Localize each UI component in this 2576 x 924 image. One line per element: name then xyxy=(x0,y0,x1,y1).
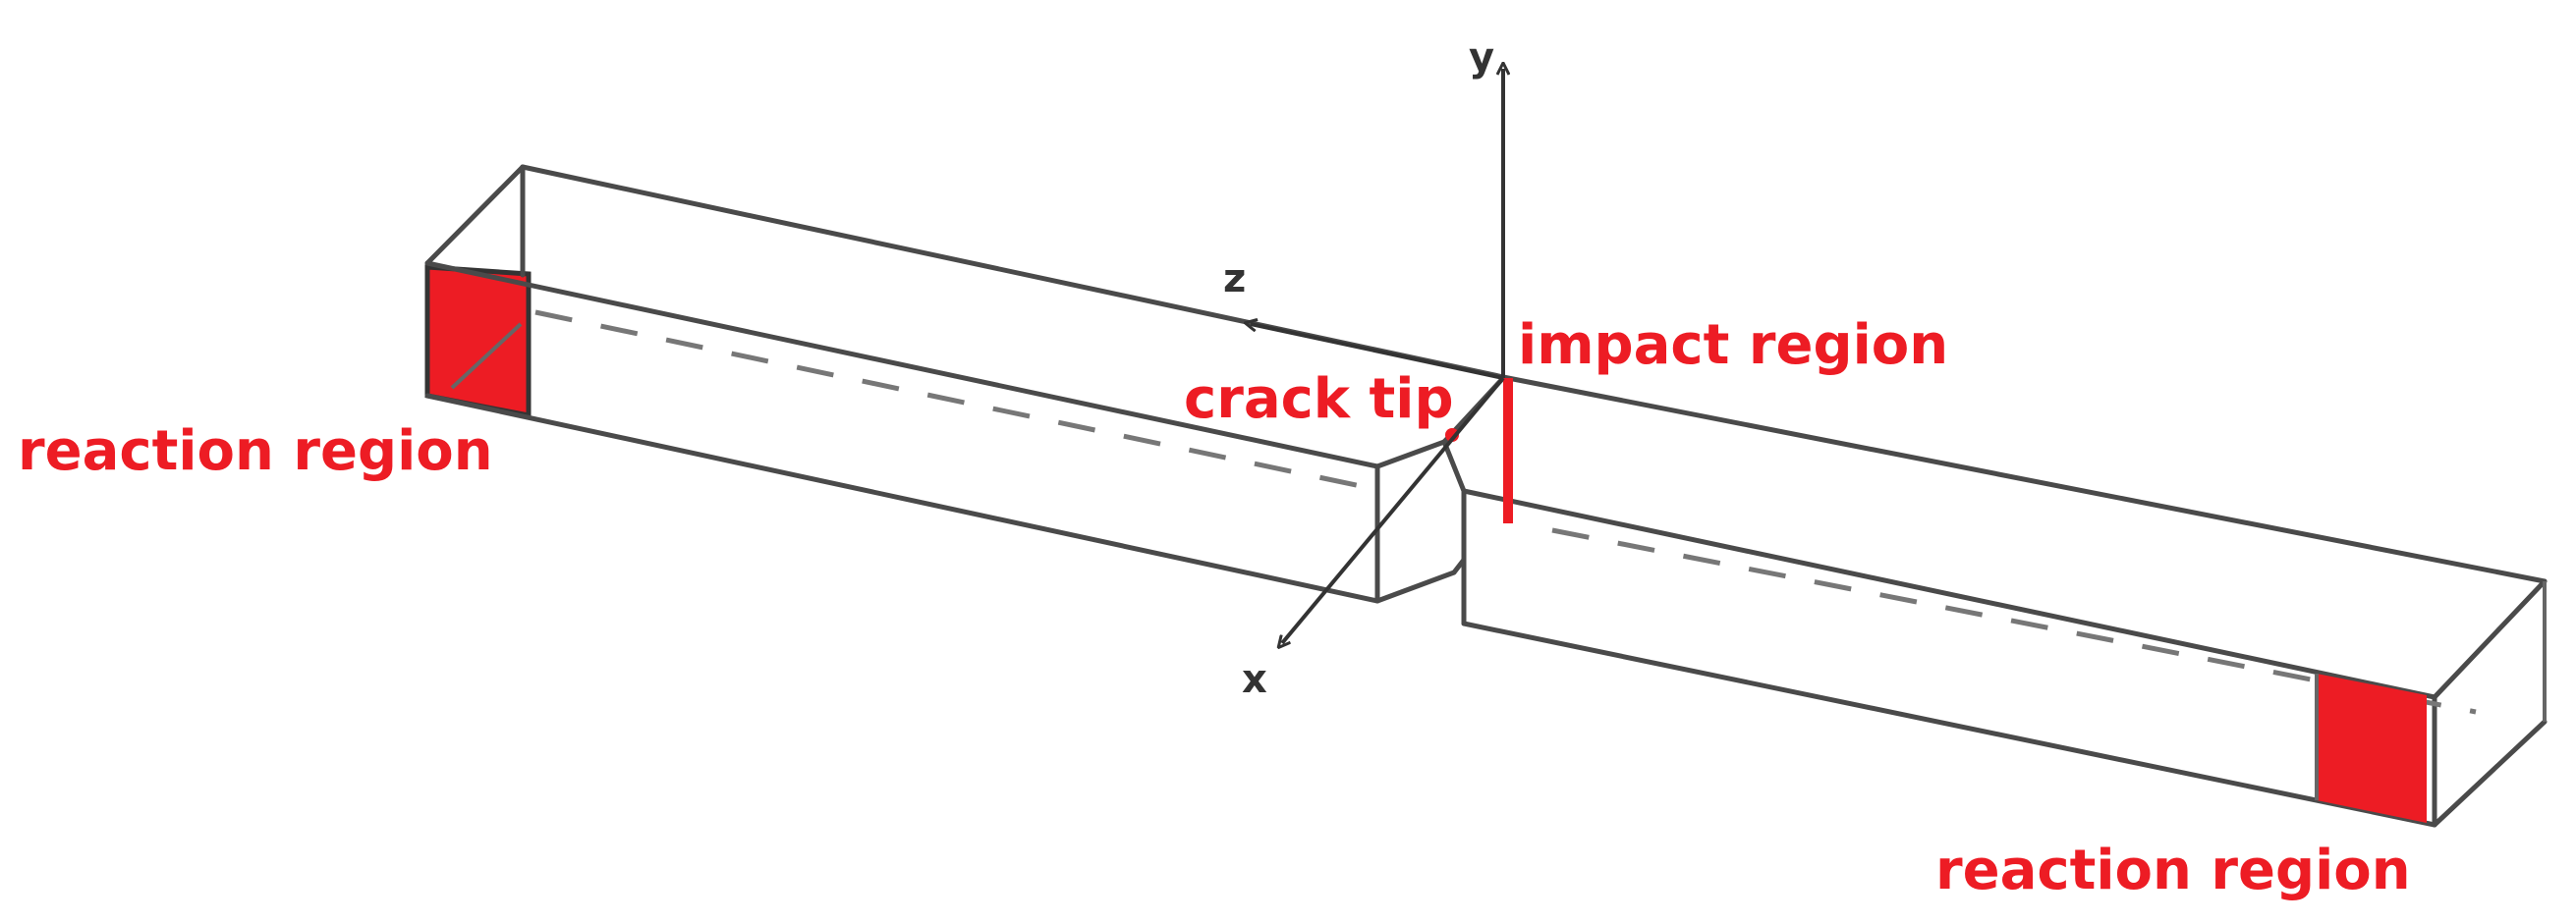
impact-region-label: impact region xyxy=(1518,313,1948,377)
impact-region-bar xyxy=(1503,378,1513,523)
x-axis xyxy=(1282,376,1505,643)
right-beam xyxy=(1461,375,2548,828)
y-axis-label: y xyxy=(1469,35,1494,81)
z-axis xyxy=(1251,324,1504,380)
x-axis-label: x xyxy=(1242,657,1267,702)
reaction-region-left-label: reaction region xyxy=(18,419,493,483)
crack-tip-marker xyxy=(1445,428,1459,442)
crack-tip-label: crack tip xyxy=(1184,367,1454,431)
left-reaction-face xyxy=(424,264,532,419)
reaction-region-right-label: reaction region xyxy=(1935,839,2411,902)
axes: y x z xyxy=(1223,35,1503,702)
z-axis-label: z xyxy=(1223,256,1246,301)
right-reaction-face xyxy=(2317,674,2427,823)
